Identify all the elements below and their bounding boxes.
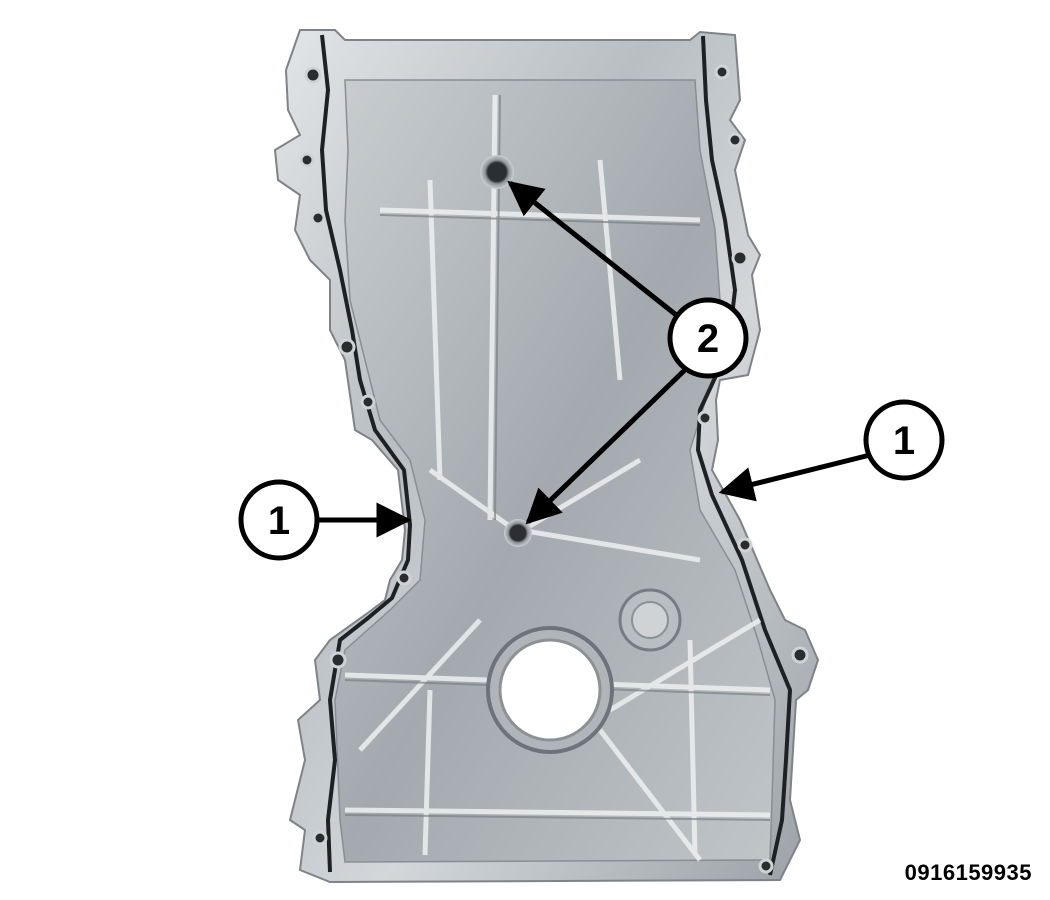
callout-1-left-label: 1 bbox=[268, 499, 290, 543]
sealant-bead-right bbox=[696, 35, 792, 876]
leader-2-upper bbox=[507, 180, 682, 320]
callout-2: 2 bbox=[667, 297, 749, 379]
callout-1-left: 1 bbox=[238, 479, 320, 561]
callout-2-circle bbox=[667, 297, 749, 379]
callout-1-left-circle bbox=[238, 479, 320, 561]
leader-2-lower bbox=[525, 363, 692, 525]
leader-right-1 bbox=[718, 452, 871, 502]
callout-1-right-label: 1 bbox=[893, 419, 915, 463]
lower-bolt-boss bbox=[504, 519, 532, 547]
pump-boss bbox=[618, 588, 682, 652]
callout-1-right-circle bbox=[863, 399, 945, 481]
sealant-bead-left bbox=[320, 34, 412, 873]
callout-1-right: 1 bbox=[863, 399, 945, 481]
flange-bolt-holes bbox=[299, 64, 809, 874]
callout-2-label: 2 bbox=[697, 317, 719, 361]
upper-bolt-boss bbox=[480, 155, 514, 189]
crankshaft-bore bbox=[486, 626, 614, 754]
callout-leaders bbox=[318, 180, 871, 538]
figure-identifier: 0916159935 bbox=[904, 860, 1032, 885]
